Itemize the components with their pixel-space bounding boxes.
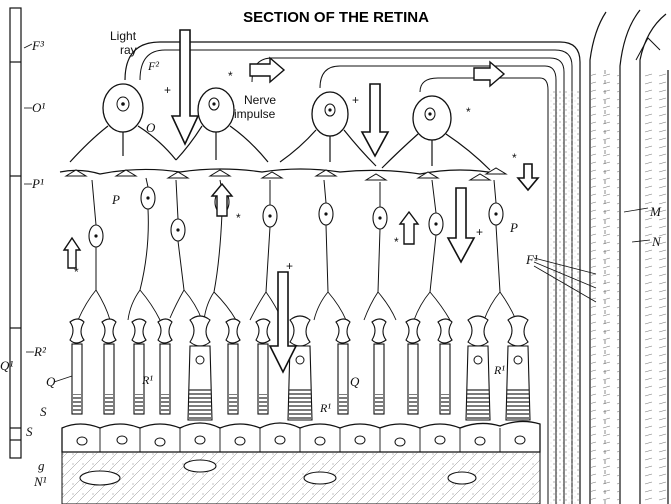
muller-fibers [590,10,668,504]
label-P1: P¹ [31,176,44,191]
label-P-left: P [111,192,120,207]
label-F1: F¹ [525,252,538,267]
label-M: M [649,204,662,219]
label-N1: N¹ [33,474,47,489]
svg-text:*: * [228,69,233,83]
label-F3: F³ [31,38,45,53]
pigment-epithelium [62,421,540,452]
label-Q-mid: Q [350,374,360,389]
impulse-arrow [64,238,80,268]
svg-text:*: * [74,265,79,279]
label-N: N [651,234,662,249]
ganglion-cell [280,92,376,166]
svg-text:+: + [286,259,293,273]
svg-text:*: * [512,151,517,165]
label-F2: F² [147,59,159,73]
label-P-right: P [509,220,518,235]
impulse-arrow [400,212,418,244]
ganglion-cell [382,96,490,170]
nerve-impulse-label-2: impulse [234,107,276,121]
label-O: O [146,120,156,135]
label-g: g [38,458,45,473]
light-ray-label-1: Light [110,29,137,43]
label-R1-b: R¹ [319,401,331,415]
choroid-layer [62,452,540,504]
svg-text:*: * [236,211,241,225]
nerve-impulse-label-1: Nerve [244,93,276,107]
light-arrow [518,164,538,190]
svg-text:+: + [476,225,483,239]
svg-text:*: * [394,235,399,249]
label-R1-a: R¹ [141,373,153,387]
light-arrow [172,30,198,144]
label-S-inner: S [40,404,47,419]
light-arrow [362,84,388,156]
light-arrow [448,188,474,262]
svg-text:+: + [352,93,359,107]
photoreceptor-layer [70,316,530,420]
ganglion-cell-layer [70,84,490,170]
label-Q1: Q¹ [0,358,13,373]
layer-scale-bar [10,8,21,458]
light-ray-label-2: ray [120,43,137,57]
svg-text:+: + [164,83,171,97]
label-S-scale: S [26,424,33,439]
ganglion-cell [70,84,176,162]
bipolar-cell-layer [78,178,516,320]
label-R2: R² [33,344,47,359]
impulse-arrow [250,58,284,82]
svg-text:*: * [466,105,471,119]
inner-plexiform-layer [60,168,506,180]
label-R1-c: R¹ [493,363,505,377]
label-O1: O¹ [32,100,45,115]
diagram-title: SECTION OF THE RETINA [243,9,429,26]
